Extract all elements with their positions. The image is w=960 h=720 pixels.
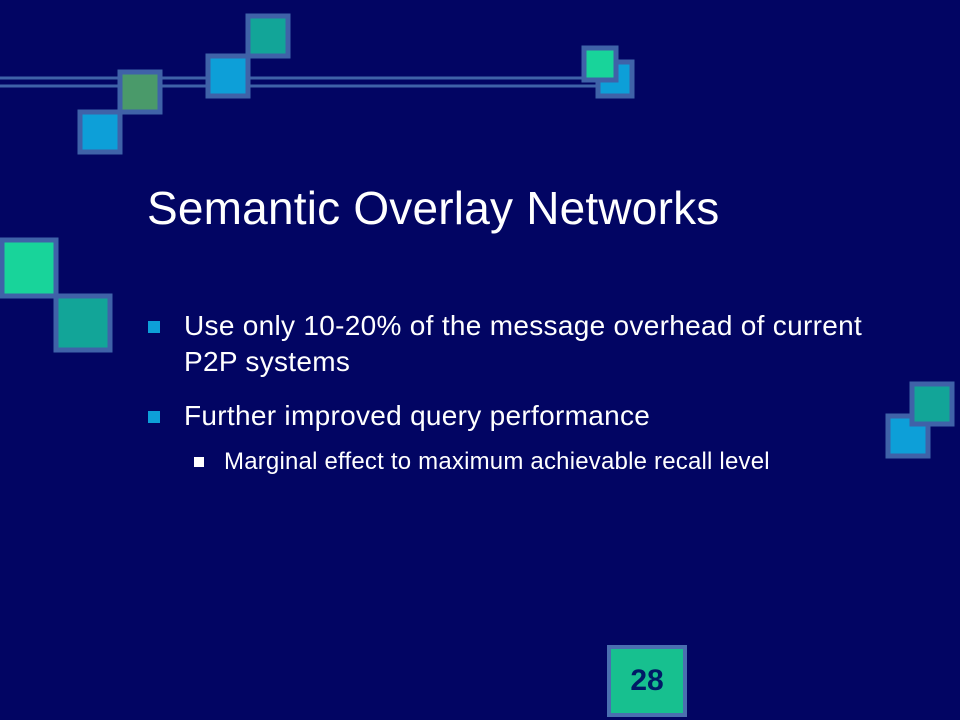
square-blue-1 [77, 109, 123, 155]
bullet-item: Further improved query performance [148, 398, 878, 434]
bullet-square-icon [148, 321, 160, 333]
square-mint-2 [0, 237, 59, 299]
sub-bullet-text: Marginal effect to maximum achievable re… [224, 448, 770, 475]
slide-title: Semantic Overlay Networks [147, 182, 720, 234]
square-mint-1 [581, 45, 619, 83]
sub-bullet-item: Marginal effect to maximum achievable re… [194, 446, 878, 478]
bullet-text: Use only 10-20% of the message overhead … [184, 310, 863, 377]
square-blue-2 [205, 53, 251, 99]
square-teal-3 [909, 381, 955, 427]
sub-bullet-square-icon [194, 457, 204, 467]
square-green-1 [117, 69, 163, 115]
square-teal-2 [53, 293, 113, 353]
bullet-list: Use only 10-20% of the message overhead … [148, 308, 878, 478]
bullet-item: Use only 10-20% of the message overhead … [148, 308, 878, 380]
bullet-square-icon [148, 411, 160, 423]
page-number: 28 [607, 645, 687, 717]
bullet-text: Further improved query performance [184, 400, 651, 431]
square-teal-1 [245, 13, 291, 59]
